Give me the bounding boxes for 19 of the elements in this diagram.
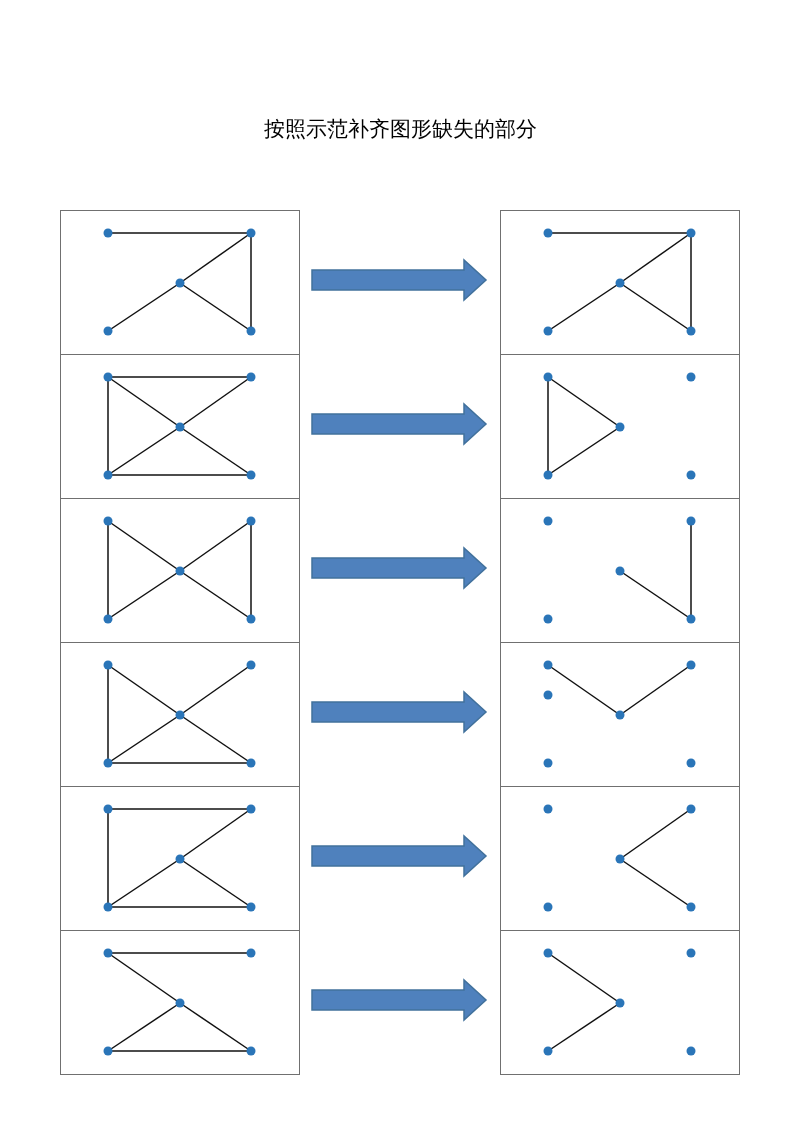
title: 按照示范补齐图形缺失的部分: [262, 116, 538, 143]
figure-panel: [60, 930, 300, 1075]
figure-panel: [60, 642, 300, 787]
figure-panel: [500, 930, 740, 1075]
figure-panel: [500, 354, 740, 499]
block-arrow: [311, 402, 488, 446]
block-arrow: [311, 546, 488, 590]
block-arrow: [311, 258, 488, 302]
figure-panel: [500, 786, 740, 931]
figure-panel: [60, 498, 300, 643]
block-arrow: [311, 690, 488, 734]
figure-panel: [500, 210, 740, 355]
figure-panel: [60, 786, 300, 931]
block-arrow: [311, 978, 488, 1022]
figure-panel: [60, 210, 300, 355]
figure-panel: [500, 642, 740, 787]
figure-panel: [500, 498, 740, 643]
block-arrow: [311, 834, 488, 878]
figure-panel: [60, 354, 300, 499]
